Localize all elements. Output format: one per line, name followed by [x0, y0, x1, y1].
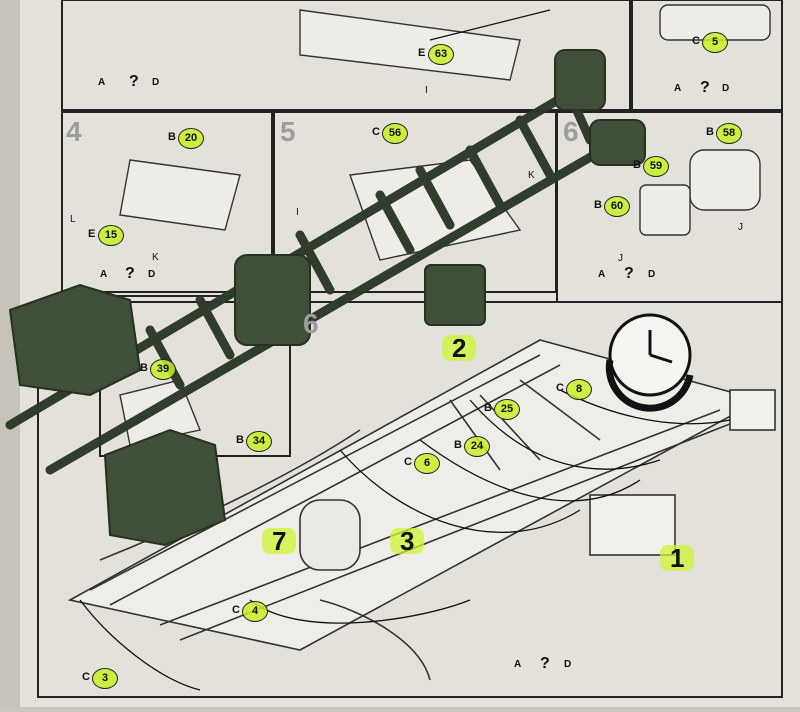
legend-a: A: [100, 269, 108, 280]
callout-number: 25: [494, 399, 520, 420]
drying-clock-icon: [605, 313, 694, 412]
callout-number: 15: [98, 225, 124, 246]
callout-letter: B: [140, 362, 148, 374]
chassis-line-art: [67, 339, 776, 681]
drawing-label: J: [738, 222, 743, 233]
callout-number: 20: [178, 128, 204, 149]
substep-2: 2: [442, 335, 477, 361]
callout-letter: B: [484, 402, 492, 414]
step-number-6b: 6: [303, 308, 319, 339]
callout-letter: C: [232, 604, 240, 616]
legend-d: D: [152, 77, 160, 88]
callout-letter: B: [236, 434, 244, 446]
legend-a: A: [514, 659, 522, 670]
substep-3: 3: [390, 528, 425, 554]
panel-top-left: [61, 0, 631, 111]
legend-a: A: [598, 269, 606, 280]
callout-number: 63: [428, 44, 454, 65]
panel-main: [37, 301, 783, 698]
callout-number: 24: [464, 436, 490, 457]
callout-letter: C: [82, 671, 90, 683]
callout-letter: C: [556, 382, 564, 394]
legend-d: D: [564, 659, 572, 670]
drawing-label: I: [296, 207, 299, 218]
callout-letter: B: [168, 131, 176, 143]
legend-question-icon: ?: [125, 265, 135, 282]
legend-question-icon: ?: [129, 73, 139, 90]
callout-number: 39: [150, 359, 176, 380]
legend-a: A: [98, 77, 106, 88]
green-model-chassis: [5, 49, 646, 547]
step-number-6: 6: [563, 116, 579, 147]
callout-number: 4: [242, 601, 268, 622]
callout-number: 56: [382, 123, 408, 144]
legend-d: D: [722, 83, 730, 94]
callout-number: 5: [702, 32, 728, 53]
legend-a: A: [674, 83, 682, 94]
drawing-label: L: [70, 214, 76, 225]
callout-letter: B: [454, 439, 462, 451]
substep-7: 7: [262, 528, 297, 554]
panel-line-art: [119, 4, 771, 446]
legend-question-icon: ?: [700, 79, 710, 96]
panel-step-4: [61, 111, 273, 293]
drawing-label: J: [618, 253, 623, 264]
callout-letter: B: [594, 199, 602, 211]
callout-letter: B: [633, 159, 641, 171]
callout-number: 58: [716, 123, 742, 144]
drawing-label: K: [152, 252, 159, 263]
callout-letter: C: [372, 126, 380, 138]
callout-number: 3: [92, 668, 118, 689]
callout-number: 6: [414, 453, 440, 474]
callout-number: 60: [604, 196, 630, 217]
callout-letter: E: [418, 47, 426, 59]
legend-question-icon: ?: [540, 655, 550, 672]
callout-number: 8: [566, 379, 592, 400]
panel-frames: [37, 0, 783, 698]
callout-letter: E: [88, 228, 96, 240]
legend-d: D: [148, 269, 156, 280]
legend-d: D: [648, 269, 656, 280]
callout-letter: C: [692, 35, 700, 47]
drawing-label: I: [425, 85, 428, 96]
panel-top-right: [631, 0, 783, 111]
callout-letter: B: [706, 126, 714, 138]
callout-number: 34: [246, 431, 272, 452]
step-number-5: 5: [280, 116, 296, 147]
callout-letter: C: [404, 456, 412, 468]
legend-question-icon: ?: [624, 265, 634, 282]
step-number-4: 4: [66, 116, 82, 147]
callout-number: 59: [643, 156, 669, 177]
substep-1: 1: [660, 545, 695, 571]
drawing-label: K: [528, 170, 535, 181]
